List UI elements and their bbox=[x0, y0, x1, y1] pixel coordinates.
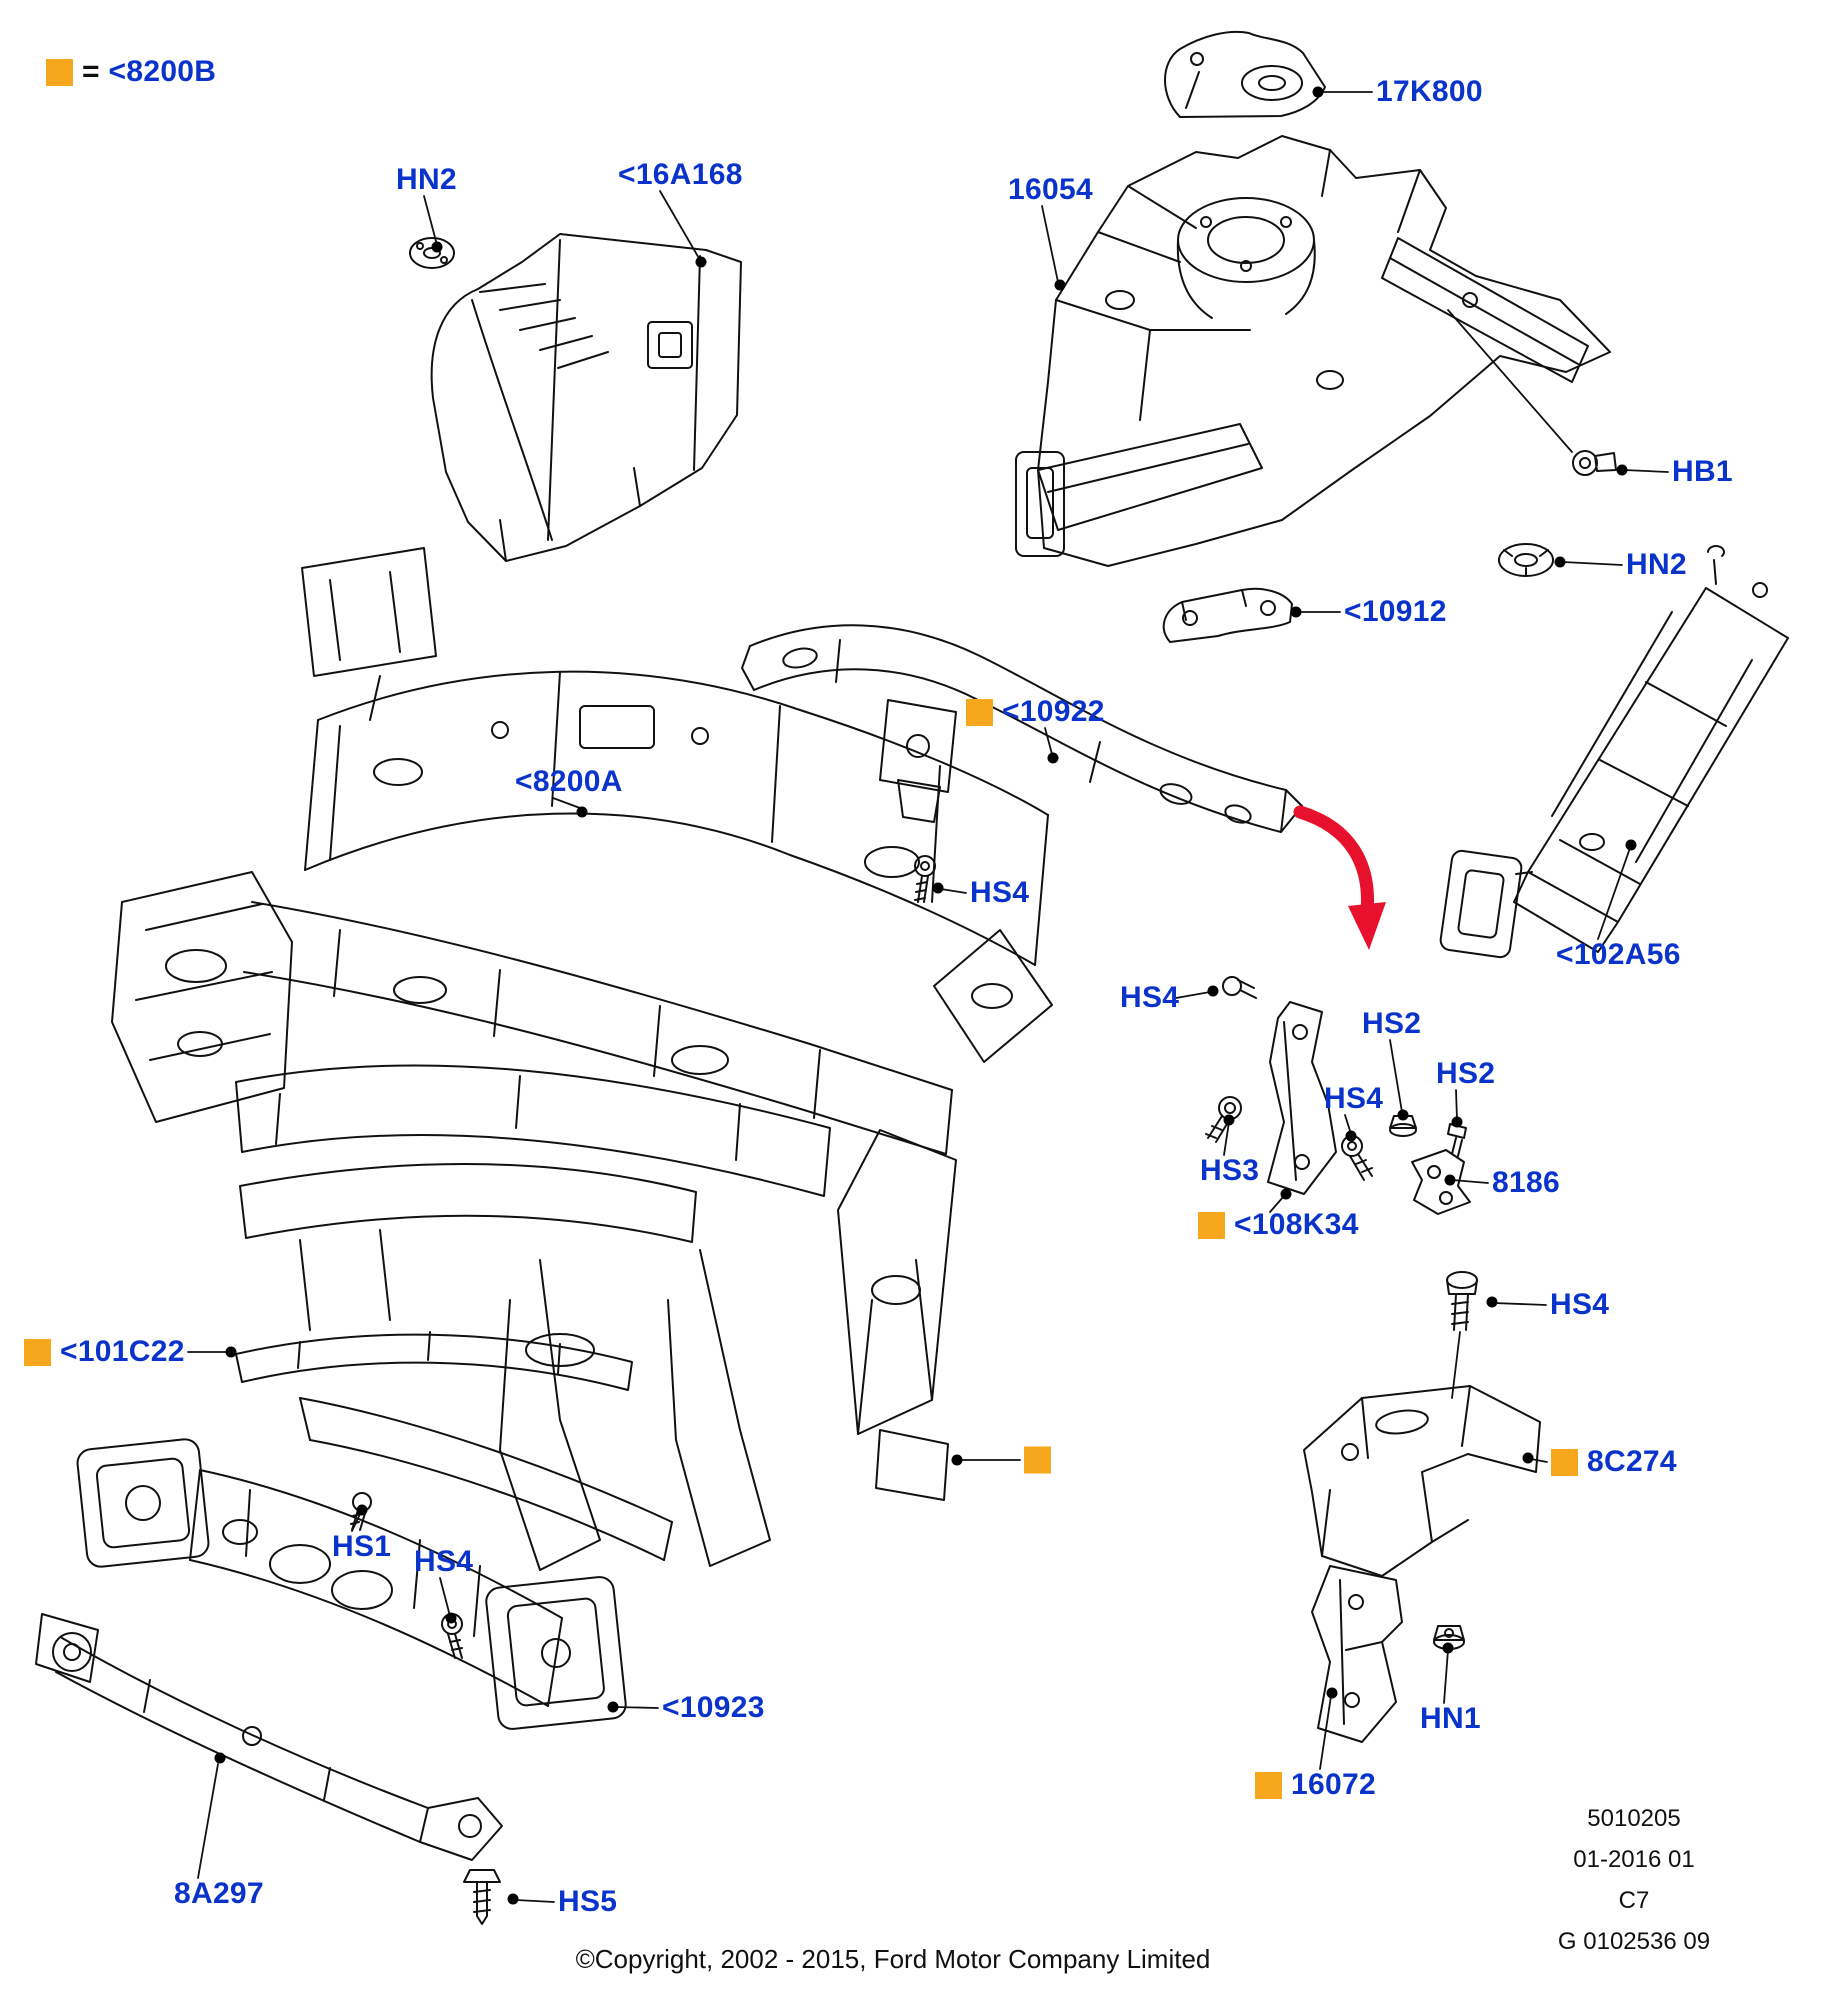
variant-marker-icon bbox=[1198, 1211, 1225, 1239]
sketch-rail-102a56 bbox=[1439, 545, 1789, 959]
legend-part-code[interactable]: <8200B bbox=[108, 55, 217, 88]
part-code-link[interactable]: <10923 bbox=[662, 1691, 765, 1724]
red-direction-arrow-icon bbox=[1293, 805, 1386, 950]
part-label-hs3: HS3 bbox=[1200, 1154, 1259, 1188]
part-label-101c22: <101C22 bbox=[24, 1335, 185, 1369]
sketch-bracket-17k800 bbox=[1164, 30, 1326, 118]
part-label-8200a: <8200A bbox=[515, 765, 623, 799]
sketch-crossmember-8a297 bbox=[35, 1613, 503, 1861]
part-code-link[interactable]: <108K34 bbox=[1234, 1208, 1359, 1241]
legend: = <8200B bbox=[46, 55, 216, 89]
part-code-link[interactable]: <101C22 bbox=[60, 1335, 185, 1368]
sheet-code: C7 bbox=[1618, 1887, 1650, 1914]
part-code-link[interactable]: HN2 bbox=[1626, 548, 1687, 581]
part-code-link[interactable]: HS3 bbox=[1200, 1154, 1260, 1187]
part-code-link[interactable]: 8C274 bbox=[1587, 1445, 1677, 1478]
variant-marker-icon bbox=[1551, 1448, 1578, 1476]
part-label-hn2-top: HN2 bbox=[396, 163, 457, 197]
part-label-hb1: HB1 bbox=[1672, 455, 1733, 489]
part-code-link[interactable]: HB1 bbox=[1672, 455, 1733, 488]
part-code-link[interactable]: HS4 bbox=[1324, 1082, 1384, 1115]
part-code-link[interactable]: HS2 bbox=[1436, 1057, 1496, 1090]
part-label-8c274: 8C274 bbox=[1551, 1445, 1677, 1479]
legend-equals: = bbox=[82, 55, 100, 88]
part-code-link[interactable]: HN2 bbox=[396, 163, 457, 196]
sketch-panel-8200a bbox=[301, 547, 1053, 1063]
sketch-front-end-panel bbox=[111, 871, 957, 1571]
sketch-bolt-hs4-d bbox=[1446, 1271, 1478, 1331]
part-code-link[interactable]: HS4 bbox=[1550, 1288, 1610, 1321]
sketch-apron-assembly-16054 bbox=[1015, 135, 1611, 567]
sketch-bolt-hs2-b bbox=[1447, 1123, 1467, 1157]
sketch-bolt-hs4-b bbox=[1222, 976, 1257, 999]
sketch-bracket-10912 bbox=[1162, 587, 1293, 643]
part-code-link[interactable]: <102A56 bbox=[1556, 938, 1681, 971]
variant-marker-icon bbox=[1255, 1771, 1282, 1799]
drawing-code: G 0102536 09 bbox=[1557, 1928, 1711, 1955]
sketch-bumper-beam-10923 bbox=[76, 1397, 673, 1730]
variant-marker-icon bbox=[966, 698, 993, 726]
sketch-bracket-16072 bbox=[1311, 1565, 1403, 1743]
variant-marker-icon bbox=[46, 58, 73, 86]
part-label-8a297: 8A297 bbox=[174, 1877, 264, 1911]
part-label-17k800: 17K800 bbox=[1376, 75, 1483, 109]
variant-marker-icon bbox=[1024, 1446, 1051, 1474]
part-label-hs4-e: HS4 bbox=[414, 1545, 473, 1579]
doc-number: 5010205 bbox=[1587, 1805, 1681, 1832]
part-code-link[interactable]: HS4 bbox=[1120, 981, 1180, 1014]
copyright-text: ©Copyright, 2002 - 2015, Ford Motor Comp… bbox=[575, 1944, 1211, 1974]
part-label-102a56: <102A56 bbox=[1556, 938, 1681, 972]
part-label-10923: <10923 bbox=[662, 1691, 765, 1725]
part-label-16a168: <16A168 bbox=[618, 158, 743, 192]
part-label-variant-callout bbox=[1024, 1446, 1051, 1474]
part-label-hs2-b: HS2 bbox=[1436, 1057, 1495, 1091]
leader-dots bbox=[214, 86, 1637, 1905]
part-code-link[interactable]: 16054 bbox=[1008, 173, 1093, 206]
part-code-link[interactable]: 17K800 bbox=[1376, 75, 1483, 108]
sketch-bolt-hs5 bbox=[463, 1869, 501, 1925]
part-label-hs4-b: HS4 bbox=[1120, 981, 1179, 1015]
part-code-link[interactable]: HS2 bbox=[1362, 1007, 1422, 1040]
part-label-10912: <10912 bbox=[1344, 595, 1447, 629]
part-label-hs4-d: HS4 bbox=[1550, 1288, 1609, 1322]
part-code-link[interactable]: <10922 bbox=[1002, 695, 1105, 728]
part-label-10922: <10922 bbox=[966, 695, 1105, 729]
sketch-nut-hn2-right bbox=[1498, 543, 1554, 577]
part-label-16054: 16054 bbox=[1008, 173, 1093, 207]
drawing-info-block: 5010205 01-2016 01 C7 G 0102536 09 bbox=[1528, 1798, 1740, 1962]
leader-lines bbox=[187, 91, 1669, 1903]
variant-marker-icon bbox=[24, 1338, 51, 1366]
part-label-hs4-c: HS4 bbox=[1324, 1082, 1383, 1116]
sketch-bracket-8186 bbox=[1411, 1149, 1471, 1215]
part-label-108k34: <108K34 bbox=[1198, 1208, 1359, 1242]
part-label-8186: 8186 bbox=[1492, 1166, 1560, 1200]
part-label-hn2-right: HN2 bbox=[1626, 548, 1687, 582]
part-code-link[interactable]: <10912 bbox=[1344, 595, 1447, 628]
sketch-bracket-8c274 bbox=[1303, 1385, 1541, 1577]
part-code-link[interactable]: HS1 bbox=[332, 1530, 392, 1563]
part-code-link[interactable]: 16072 bbox=[1291, 1768, 1376, 1801]
part-code-link[interactable]: <8200A bbox=[515, 765, 623, 798]
part-code-link[interactable]: HS4 bbox=[970, 876, 1030, 909]
part-code-link[interactable]: <16A168 bbox=[618, 158, 743, 191]
part-code-link[interactable]: HN1 bbox=[1420, 1702, 1481, 1735]
sketch-bolt-hb1 bbox=[1572, 450, 1617, 476]
part-label-16072: 16072 bbox=[1255, 1768, 1376, 1802]
revision-date: 01-2016 01 bbox=[1573, 1846, 1695, 1873]
part-code-link[interactable]: 8A297 bbox=[174, 1877, 264, 1910]
part-label-hs2-a: HS2 bbox=[1362, 1007, 1421, 1041]
part-label-hs5: HS5 bbox=[558, 1885, 617, 1919]
sketch-bar-101c22 bbox=[235, 1331, 633, 1391]
part-label-hn1: HN1 bbox=[1420, 1702, 1481, 1736]
part-code-link[interactable]: HS4 bbox=[414, 1545, 474, 1578]
sketch-bracket-108k34 bbox=[1267, 1001, 1337, 1195]
part-label-hs1: HS1 bbox=[332, 1530, 391, 1564]
part-code-link[interactable]: 8186 bbox=[1492, 1166, 1560, 1199]
part-code-link[interactable]: HS5 bbox=[558, 1885, 618, 1918]
part-label-hs4-a: HS4 bbox=[970, 876, 1029, 910]
